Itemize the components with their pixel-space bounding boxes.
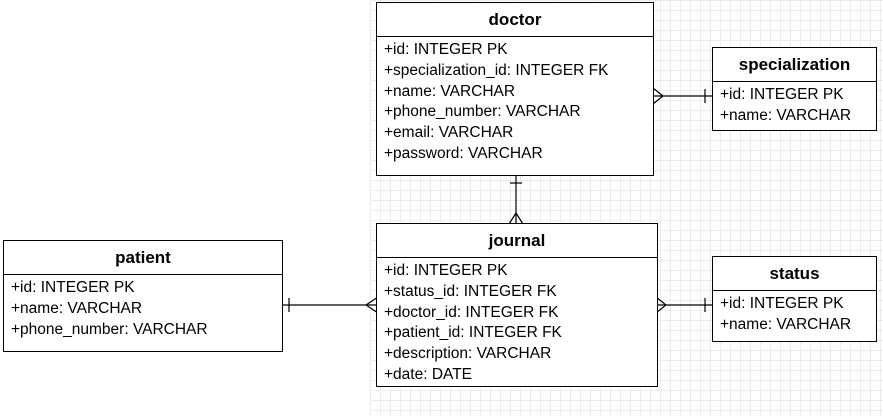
attribute: +name: VARCHAR <box>720 315 852 333</box>
entity-attributes: +id: INTEGER PK +name: VARCHAR <box>713 291 876 336</box>
attribute: +password: VARCHAR <box>384 144 543 162</box>
attribute: +email: VARCHAR <box>384 124 514 142</box>
crowfoot-many-icon <box>508 211 524 225</box>
entity-title: journal <box>377 224 657 258</box>
relationship-patient-journal <box>282 296 379 314</box>
entity-title: specialization <box>713 48 876 82</box>
attribute: +id: INTEGER PK <box>384 41 508 58</box>
entity-patient[interactable]: patient +id: INTEGER PK +name: VARCHAR +… <box>3 240 283 352</box>
entity-attributes: +id: INTEGER PK +name: VARCHAR +phone_nu… <box>4 275 282 340</box>
attribute: +phone_number: VARCHAR <box>11 320 208 338</box>
entity-title: patient <box>4 241 282 275</box>
attribute: +id: INTEGER PK <box>720 295 844 312</box>
attribute: +id: INTEGER PK <box>11 279 135 296</box>
relationship-doctor-specialization <box>652 87 713 105</box>
attribute: +name: VARCHAR <box>384 82 516 100</box>
relationship-doctor-journal <box>508 175 524 225</box>
attribute: +id: INTEGER PK <box>720 86 844 103</box>
crowfoot-many-icon <box>652 87 664 105</box>
entity-specialization[interactable]: specialization +id: INTEGER PK +name: VA… <box>712 47 877 131</box>
entity-title: doctor <box>377 3 653 37</box>
relationship-journal-status <box>655 296 713 314</box>
crowfoot-many-icon <box>364 296 379 314</box>
attribute: +id: INTEGER PK <box>384 262 508 279</box>
entity-journal[interactable]: journal +id: INTEGER PK +status_id: INTE… <box>376 223 658 387</box>
attribute: +name: VARCHAR <box>720 106 852 124</box>
entity-attributes: +id: INTEGER PK +status_id: INTEGER FK +… <box>377 258 657 386</box>
entity-attributes: +id: INTEGER PK +name: VARCHAR <box>713 82 876 127</box>
entity-status[interactable]: status +id: INTEGER PK +name: VARCHAR <box>712 256 877 342</box>
entity-attributes: +id: INTEGER PK +specialization_id: INTE… <box>377 37 653 165</box>
attribute: +specialization_id: INTEGER FK <box>384 61 609 79</box>
attribute: +status_id: INTEGER FK <box>384 282 557 300</box>
entity-title: status <box>713 257 876 291</box>
attribute: +doctor_id: INTEGER FK <box>384 303 559 321</box>
attribute: +date: DATE <box>384 365 473 383</box>
entity-doctor[interactable]: doctor +id: INTEGER PK +specialization_i… <box>376 2 654 176</box>
crowfoot-many-icon <box>655 296 667 314</box>
attribute: +patient_id: INTEGER FK <box>384 324 562 342</box>
attribute: +description: VARCHAR <box>384 345 552 363</box>
attribute: +name: VARCHAR <box>11 299 143 317</box>
attribute: +phone_number: VARCHAR <box>384 103 581 121</box>
